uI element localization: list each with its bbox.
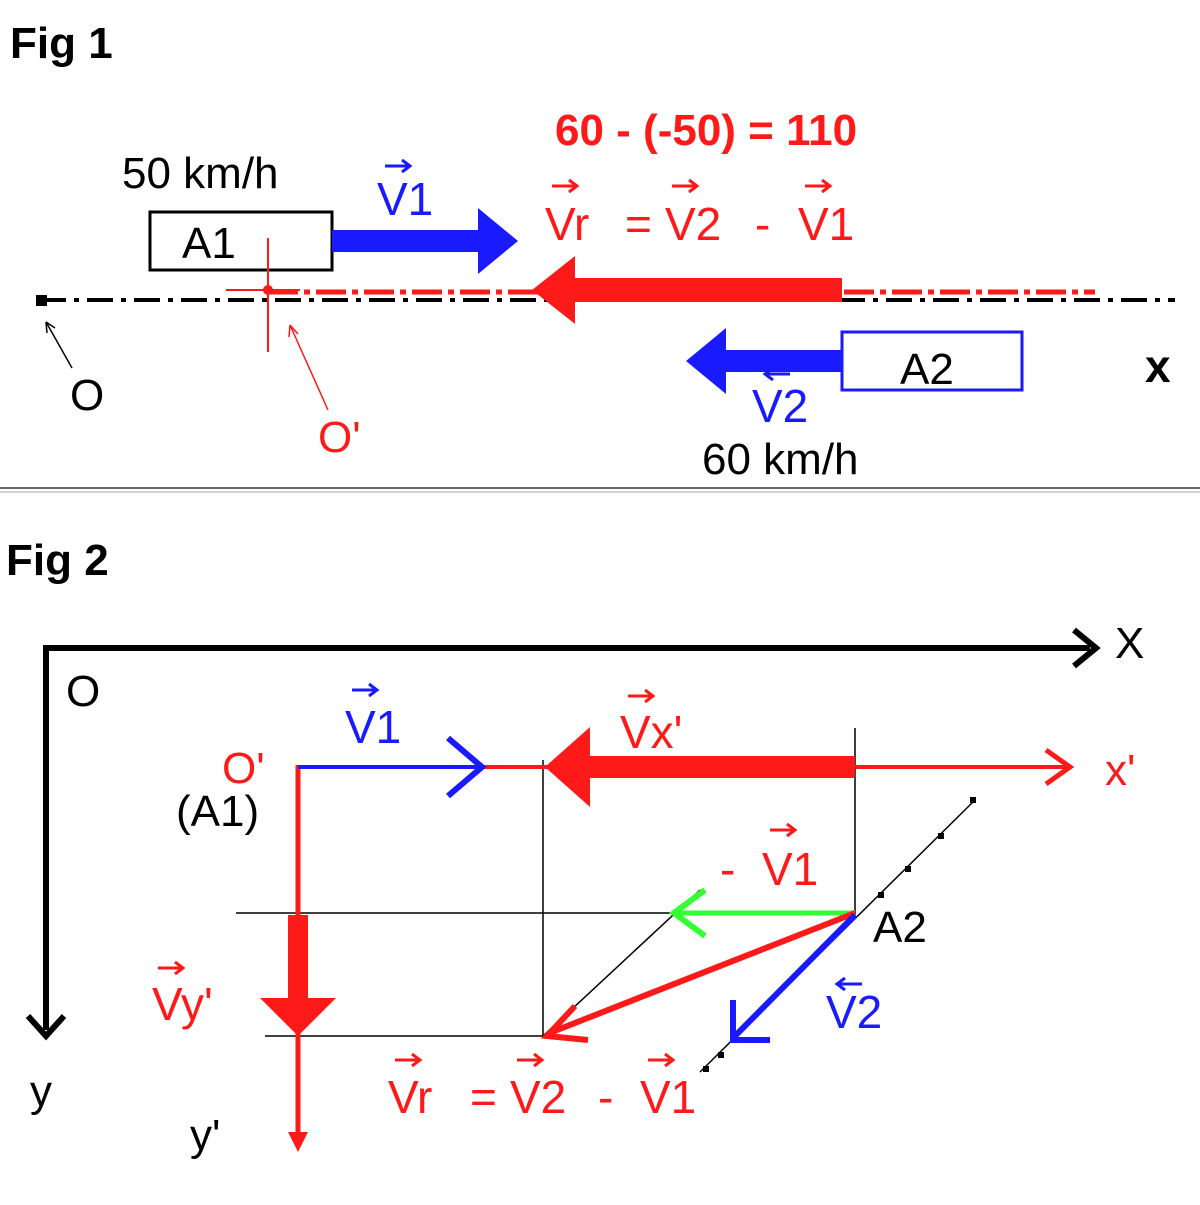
fig2-title: Fig 2 — [6, 536, 109, 585]
x-prime-arrowhead-icon — [1044, 747, 1075, 787]
origin-prime-marker — [226, 238, 300, 352]
vector-overarrow-icon — [648, 1052, 676, 1068]
vy-prime-label: Vy' — [152, 960, 213, 1030]
vector-overarrow-icon — [395, 1052, 423, 1068]
vector-overarrow-icon — [517, 1052, 545, 1068]
y-prime-arrowhead-icon — [288, 1132, 308, 1152]
a1-speed-label: 50 km/h — [122, 149, 279, 198]
fig2-vr-arrow — [540, 910, 857, 1043]
car-a2: A2 — [840, 330, 1024, 394]
vector-overarrow-icon — [770, 822, 798, 838]
y-prime-label: y' — [190, 1111, 220, 1160]
vector-overarrow-icon — [158, 960, 186, 976]
vy-prime-arrow — [260, 915, 336, 1036]
svg-text:V1: V1 — [377, 173, 433, 225]
fig1-origin-label: O — [70, 371, 104, 420]
car-a1: A1 — [148, 210, 334, 272]
fig2-origin-prime-label: O' — [222, 744, 265, 793]
svg-text:- V1: - V1 — [720, 843, 818, 895]
fig2: Fig 2 X O y x' — [6, 536, 1144, 1160]
a1-label: (A1) — [176, 787, 259, 836]
fig2-y-label: y — [30, 1067, 52, 1116]
fig2-v1-label: V1 — [345, 682, 401, 753]
y-axis-arrowhead-icon — [25, 1013, 67, 1041]
fig2-v2-arrow — [730, 912, 858, 1043]
minus-v1-label: - V1 — [720, 822, 818, 895]
a2-label: A2 — [873, 903, 927, 952]
vector-overarrow-icon — [762, 366, 790, 382]
vector-overarrow-icon — [805, 178, 833, 194]
minus-v1-arrow — [668, 887, 855, 939]
svg-text:V2: V2 — [752, 380, 808, 432]
fig2-v1-arrow — [298, 735, 487, 799]
svg-text:Vr = V2: Vr = V2 - V1 — [545, 198, 854, 250]
vr-arrow — [532, 256, 842, 324]
fig1-origin-prime-label: O' — [318, 413, 361, 462]
svg-text:V2: V2 — [826, 986, 882, 1038]
fig1-vr-formula: Vr = V2 - V1 — [545, 178, 854, 250]
vector-overarrow-icon — [672, 178, 700, 194]
fig1: Fig 1 60 - (-50) = 110 50 km/h V1 A1 Vr … — [10, 19, 1175, 484]
origin-point — [36, 295, 47, 306]
vx-prime-arrow — [545, 727, 855, 807]
fig2-main-axes — [43, 645, 1090, 1030]
car-a1-label: A1 — [182, 219, 236, 268]
origin-pointer — [45, 321, 73, 369]
svg-text:Vy': Vy' — [152, 978, 213, 1030]
vx-prime-label: Vx' — [620, 688, 682, 758]
fig2-origin-label: O — [66, 667, 100, 716]
a2-speed-label: 60 km/h — [702, 435, 859, 484]
svg-text:Vx': Vx' — [620, 706, 682, 758]
x-prime-label: x' — [1105, 746, 1135, 795]
fig1-v1-label: V1 — [377, 158, 433, 225]
vector-overarrow-icon — [834, 976, 862, 992]
origin-prime-pointer — [289, 324, 329, 411]
fig2-v2-label: V2 — [826, 976, 882, 1038]
vector-overarrow-icon — [552, 178, 580, 194]
vector-overarrow-icon — [385, 158, 413, 174]
x-axis-arrowhead-icon — [1072, 627, 1101, 669]
svg-text:V1: V1 — [345, 701, 401, 753]
fig1-equation: 60 - (-50) = 110 — [555, 106, 857, 155]
svg-text:Vr = V2: Vr = V2 - V1 — [388, 1071, 696, 1123]
fig2-x-label: X — [1115, 619, 1144, 668]
v2-arrow — [686, 328, 844, 394]
v1-arrow — [332, 208, 518, 274]
fig1-x-label: x — [1145, 340, 1171, 392]
car-a2-label: A2 — [900, 345, 954, 394]
vector-overarrow-icon — [628, 688, 656, 704]
fig2-vr-formula: Vr = V2 - V1 — [388, 1052, 696, 1123]
vector-overarrow-icon — [352, 682, 380, 698]
fig1-v2-label: V2 — [752, 366, 808, 432]
fig1-title: Fig 1 — [10, 19, 113, 68]
